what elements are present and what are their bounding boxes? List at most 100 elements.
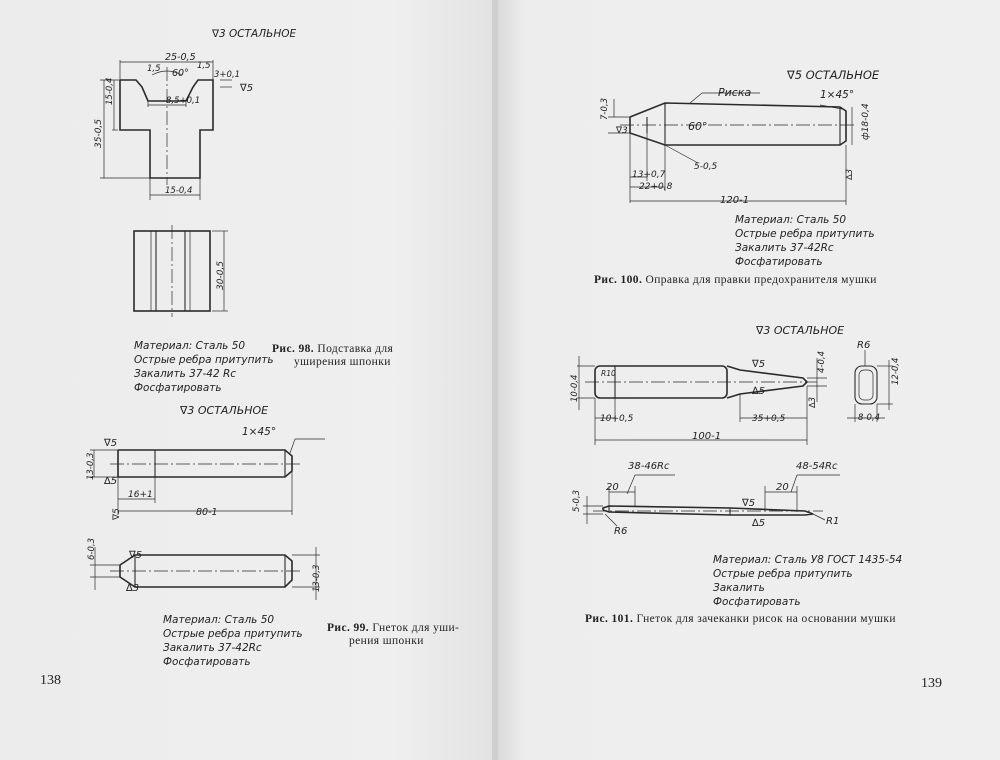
fig101-note-hardening: Закалить — [713, 582, 765, 594]
fig98-note-hardening: Закалить 37-42 Rc — [134, 368, 237, 380]
fig99-notes: Материал: Сталь 50 Острые ребра притупит… — [163, 613, 303, 669]
fig98-dim-angle: 60° — [172, 68, 189, 79]
fig101-dim-len-a: 10+0,5 — [600, 414, 634, 424]
fig98-note-finish: Фосфатировать — [134, 382, 222, 394]
fig101-caption-text: Гнеток для зачеканки рисок на основании … — [636, 613, 896, 625]
fig101-note-material: Материал: Сталь У8 ГОСТ 1435-54 — [713, 554, 903, 566]
fig99-dim-length-small: 16+1 — [128, 490, 153, 500]
fig101-dim-len-b: 35+0,5 — [752, 414, 786, 424]
fig98-dim-height-total: 35-0,5 — [94, 118, 104, 148]
fig101-dim-sec-height: 12-0,4 — [891, 357, 901, 385]
fig100-note-hardening: Закалить 37-42Rc — [735, 242, 834, 254]
fig99-top-view — [90, 438, 325, 515]
fig101-radius-end: R1 — [826, 516, 840, 527]
fig101-caption: Рис. 101. Гнеток для зачеканки рисок на … — [585, 613, 896, 626]
fig98-dim-slot-width: 8,5+0,1 — [166, 96, 201, 106]
fig100-dim-len-total: 120-1 — [720, 195, 750, 206]
fig99-surf-bottom: ∆5 — [104, 476, 118, 487]
fig99-roughness-note: ∇3 ОСТАЛЬНОЕ — [180, 404, 269, 417]
fig101-notes: Материал: Сталь У8 ГОСТ 1435-54 Острые р… — [713, 553, 902, 609]
fig100-note-finish: Фосфатировать — [735, 256, 823, 268]
fig98-dim-top-width: 25-0,5 — [165, 52, 196, 63]
fig100-dim-len-c: 22+0,8 — [639, 182, 673, 192]
fig99-surf-left: ∇5 — [112, 508, 122, 520]
fig99-caption-label: Рис. 99. — [327, 622, 370, 634]
fig98-caption: Рис. 98. Подставка для уширения шпонки — [272, 343, 393, 369]
fig100-dim-angle: 60° — [688, 120, 708, 133]
fig98-caption-label: Рис. 98. — [272, 343, 315, 355]
fig101-radius-b: R10 — [601, 369, 616, 378]
left-page — [0, 0, 495, 760]
fig99-dim-chamfer: 1×45° — [242, 426, 277, 438]
fig98-dim-height-upper: 15-0,4 — [105, 77, 115, 105]
fig99-caption-line1: Гнеток для уши- — [372, 622, 460, 634]
fig99-note-hardening: Закалить 37-42Rc — [163, 642, 262, 654]
fig98-caption-line2: уширения шпонки — [294, 356, 391, 368]
fig101-surf-top: ∇5 — [752, 359, 766, 370]
fig99-surf-tip: ∇5 — [129, 550, 143, 561]
fig98-side-view — [133, 225, 228, 317]
fig101-dim-len-total: 100-1 — [692, 431, 722, 442]
fig98-front-view — [100, 60, 232, 200]
fig101-side-view — [583, 474, 840, 527]
fig101-radius-small: R6 — [614, 526, 628, 537]
fig99-dim-diameter: 13-0,3 — [86, 452, 96, 480]
fig101-caption-label: Рис. 101. — [585, 613, 634, 625]
fig98-dim-depth: 30-0,5 — [216, 260, 226, 290]
book-gutter — [492, 0, 498, 760]
fig99-surf-top: ∇5 — [104, 438, 118, 449]
fig98-dim-chamfer-right: 1,5 — [197, 61, 211, 71]
fig98-surface-mark: ∇5 — [240, 83, 254, 94]
fig101-dim-height: 10-0,4 — [570, 374, 580, 402]
fig101-hardness-b: 48-54Rc — [796, 461, 838, 472]
fig101-note-edges: Острые ребра притупить — [713, 568, 853, 580]
fig100-surf-end: ∆3 — [845, 168, 855, 180]
fig99-dim-diameter2: 13-0,3 — [312, 564, 322, 592]
fig99-caption: Рис. 99. Гнеток для уши- рения шпонки — [327, 622, 459, 648]
fig100-roughness-note: ∇5 ОСТАЛЬНОЕ — [787, 68, 880, 82]
fig100-dim-len-b: 13+0,7 — [632, 170, 666, 180]
fig100-notes: Материал: Сталь 50 Острые ребра притупит… — [735, 213, 875, 269]
fig99-note-material: Материал: Сталь 50 — [163, 614, 275, 626]
fig100-surf: ∇3 — [616, 126, 628, 136]
fig100-drawing — [608, 92, 855, 205]
fig99-side-view — [90, 547, 320, 600]
fig101-dim-sec-width: 8-0,4 — [858, 413, 880, 423]
fig98-dim-stem-width: 15-0,4 — [165, 186, 193, 196]
fig98-dim-chamfer-left: 1,5 — [147, 64, 161, 74]
fig100-dim-tip-height: 7-0,3 — [600, 98, 610, 120]
fig101-dim-len-20a: 20 — [606, 482, 619, 493]
fig100-note-edges: Острые ребра притупить — [735, 228, 875, 240]
fig100-caption-label: Рис. 100. — [594, 274, 643, 286]
fig100-caption-text: Оправка для правки предохранителя мушки — [645, 274, 877, 286]
fig101-roughness-note: ∇3 ОСТАЛЬНОЕ — [756, 324, 845, 337]
page-number-left: 138 — [40, 673, 61, 688]
fig101-hardness-a: 38-46Rc — [628, 461, 670, 472]
fig100-dim-chamfer: 1×45° — [820, 89, 855, 101]
fig98-note-material: Материал: Сталь 50 — [134, 340, 246, 352]
fig99-dim-length-total: 80-1 — [196, 507, 218, 518]
fig101-dim-tip: 4-0,4 — [817, 351, 827, 373]
fig98-notes: Материал: Сталь 50 Острые ребра притупит… — [134, 339, 274, 395]
fig101-radius-a: R6 — [857, 340, 871, 351]
fig99-surf-tip-bottom: ∆3 — [126, 583, 140, 594]
fig99-note-finish: Фосфатировать — [163, 656, 251, 668]
fig101-surf-end: ∆3 — [808, 396, 818, 408]
fig100-caption: Рис. 100. Оправка для правки предохранит… — [594, 274, 877, 287]
fig101-surf2-top: ∇5 — [742, 498, 756, 509]
fig100-note-material: Материал: Сталь 50 — [735, 214, 847, 226]
fig98-note-edges: Острые ребра притупить — [134, 354, 274, 366]
fig98-roughness-note: ∇3 ОСТАЛЬНОЕ — [212, 28, 297, 40]
fig99-note-edges: Острые ребра притупить — [163, 628, 303, 640]
fig101-top-view — [577, 350, 893, 445]
fig100-mark-label: Риска — [718, 86, 752, 99]
fig99-dim-tip: 6-0,3 — [87, 538, 97, 560]
fig99-caption-line2: рения шпонки — [349, 635, 424, 647]
fig101-dim-len-20b: 20 — [776, 482, 789, 493]
fig100-dim-len-a: 5-0,5 — [694, 162, 718, 172]
fig101-dim-tip-small: 5-0,3 — [572, 490, 582, 512]
fig98-caption-line1: Подставка для — [317, 343, 394, 355]
fig101-surf2-bottom: ∆5 — [752, 518, 766, 529]
fig100-dim-diameter: ф18-0,4 — [861, 103, 871, 140]
fig101-note-finish: Фосфатировать — [713, 596, 801, 608]
